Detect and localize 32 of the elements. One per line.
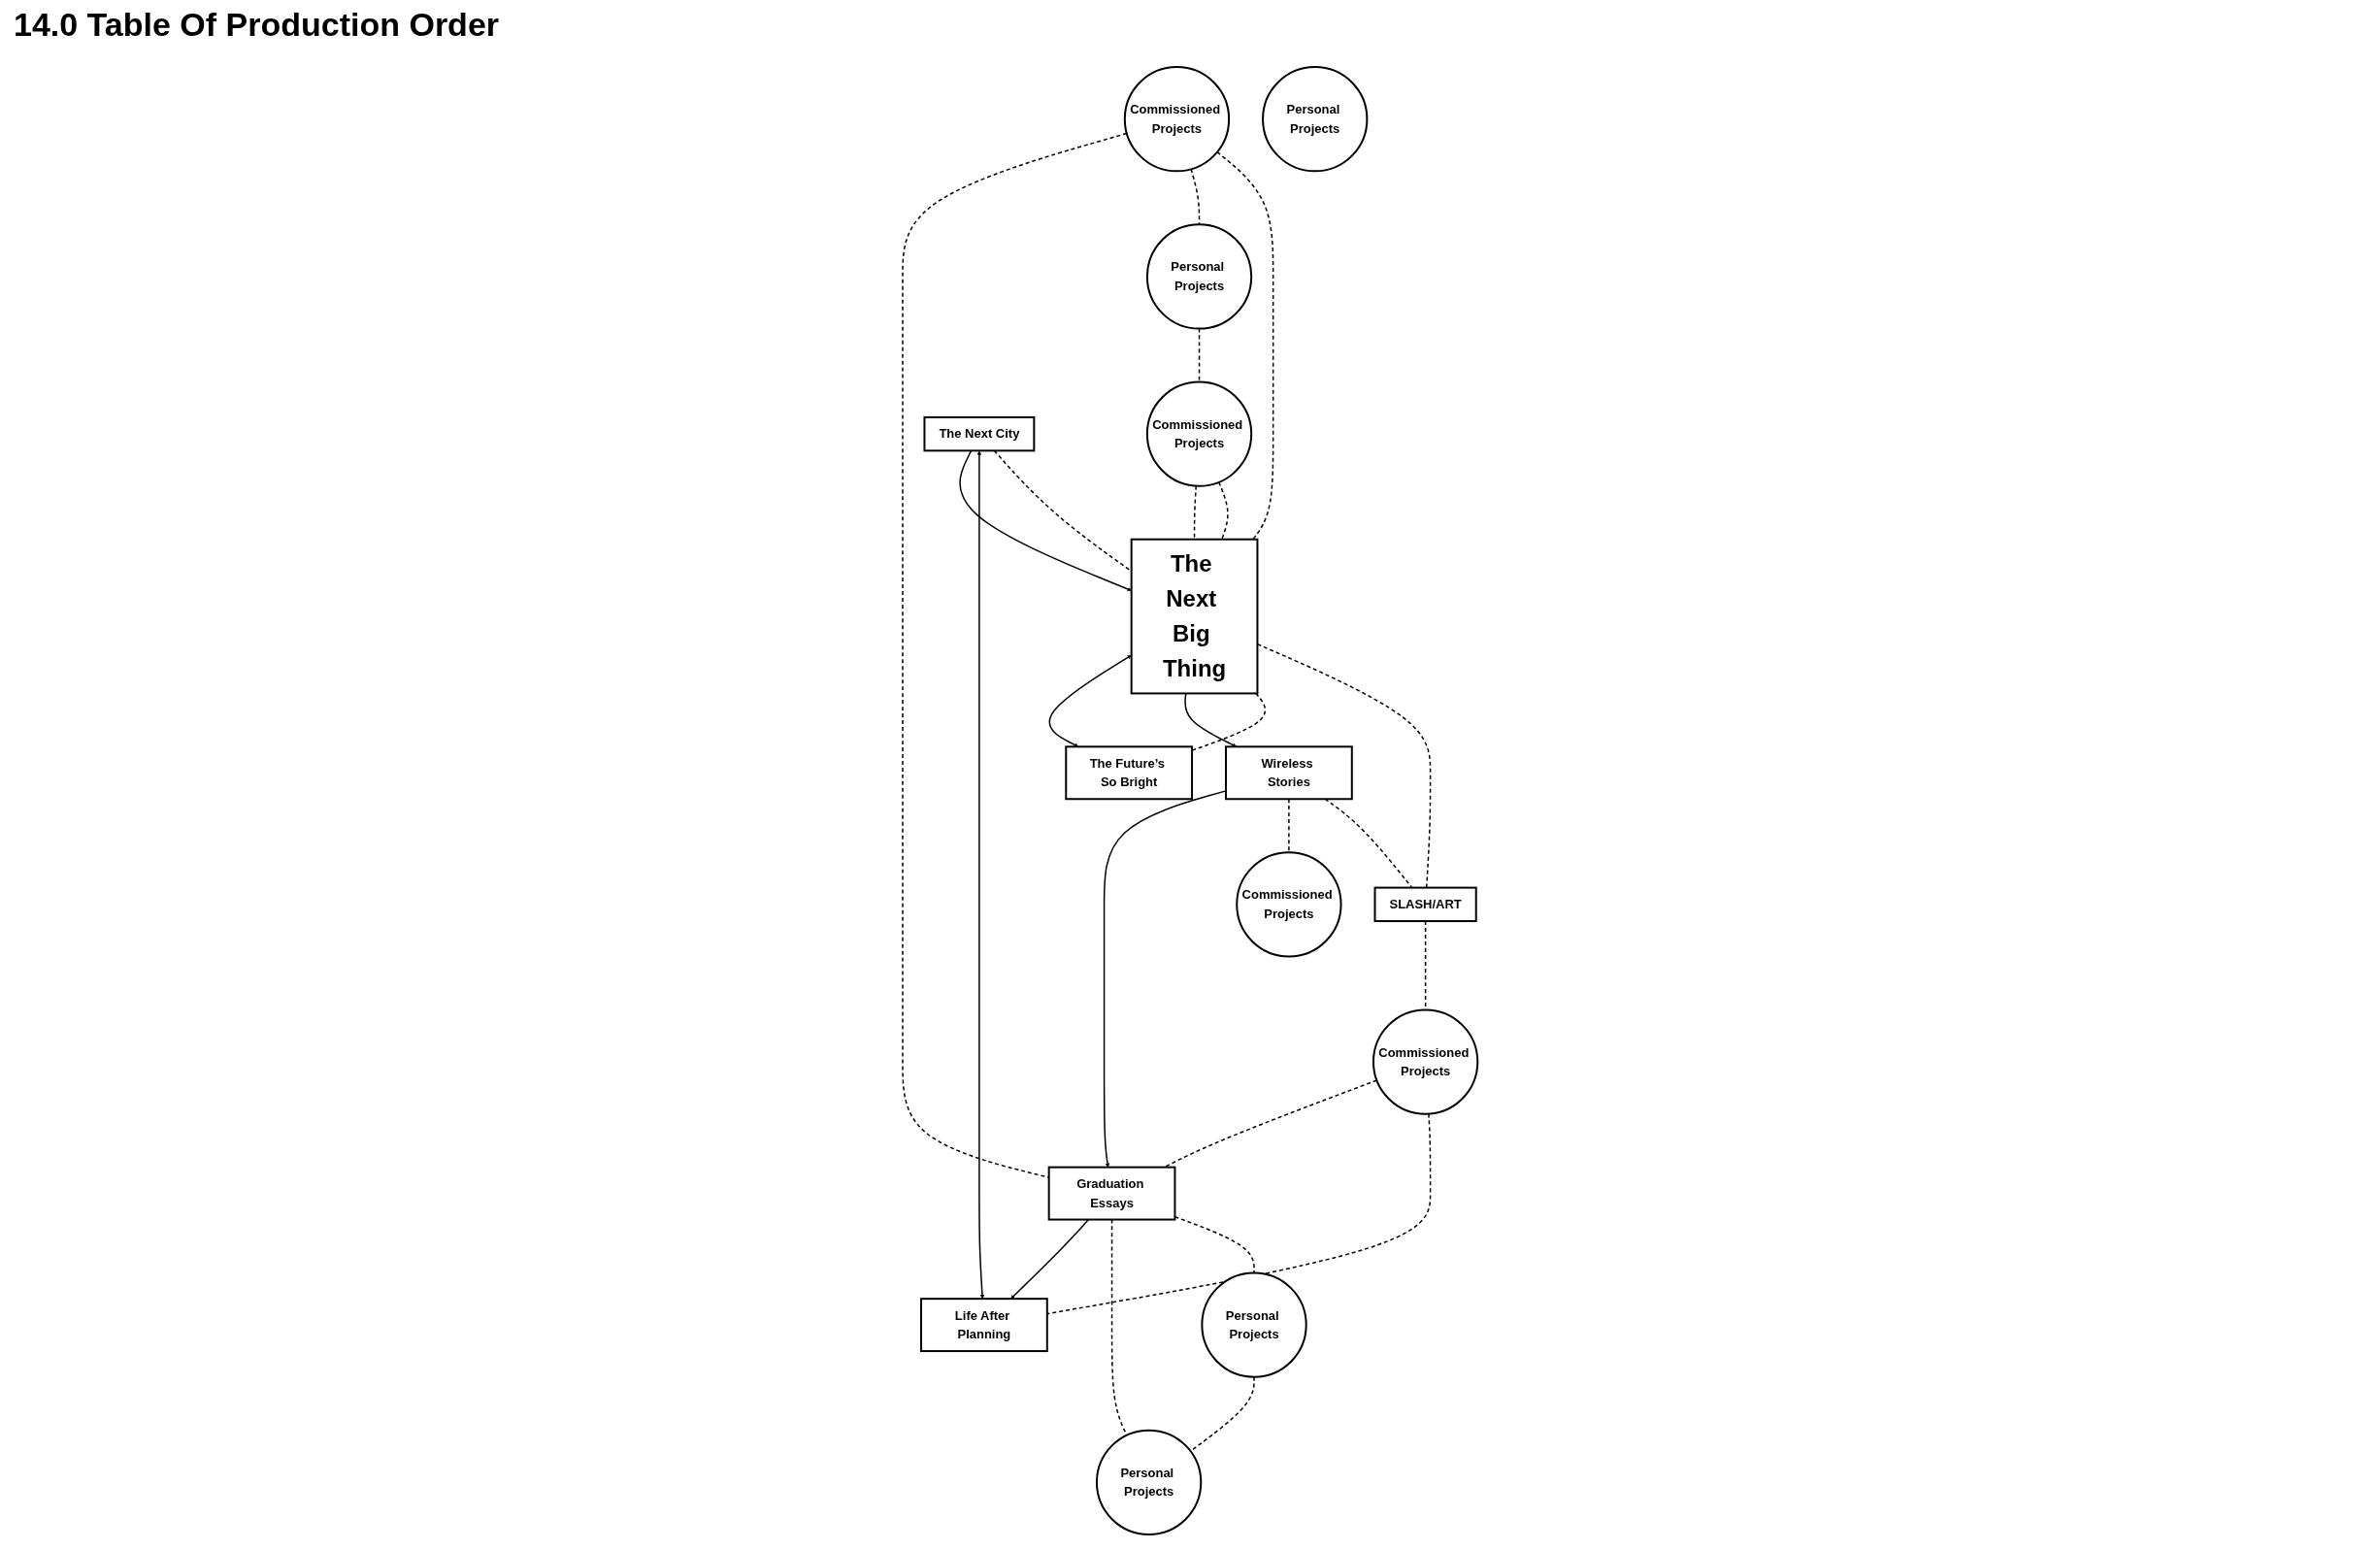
node-box: The Future’s So Bright: [1065, 745, 1193, 801]
connector: [1216, 150, 1274, 541]
node-circle: Personal Projects: [1261, 66, 1369, 173]
arrow: [976, 450, 985, 1300]
connector: [1324, 798, 1413, 889]
connector: [902, 132, 1128, 1178]
connector: [1193, 484, 1197, 541]
node-circle: Commissioned Projects: [1145, 380, 1253, 487]
connector: [1288, 798, 1290, 853]
arrow: [1048, 655, 1132, 747]
connector: [1163, 1079, 1377, 1169]
connector: [1190, 168, 1201, 225]
node-box: SLASH/ART: [1373, 886, 1477, 923]
node-circle: Personal Projects: [1145, 223, 1253, 330]
diagram-title: 14.0 Table Of Production Order: [14, 6, 500, 44]
node-circle: Personal Projects: [1201, 1271, 1307, 1378]
node-box: Life After Planning: [919, 1298, 1048, 1353]
connector: [1191, 692, 1266, 751]
connector: [1173, 1215, 1255, 1274]
arrow: [1010, 1218, 1090, 1300]
node-circle: Personal Projects: [1095, 1429, 1203, 1535]
node-circle: Commissioned Projects: [1236, 851, 1342, 958]
node-box: Wireless Stories: [1224, 745, 1353, 801]
node-box: The Next Big Thing: [1130, 538, 1259, 695]
arrow: [959, 449, 1132, 592]
node-circle: Commissioned Projects: [1372, 1008, 1479, 1115]
node-circle: Commissioned Projects: [1123, 66, 1230, 173]
arrow: [1184, 692, 1237, 747]
node-box: Graduation Essays: [1047, 1166, 1176, 1221]
connector: [1045, 1112, 1432, 1315]
node-box: The Next City: [923, 415, 1036, 452]
connector: [1217, 481, 1229, 541]
